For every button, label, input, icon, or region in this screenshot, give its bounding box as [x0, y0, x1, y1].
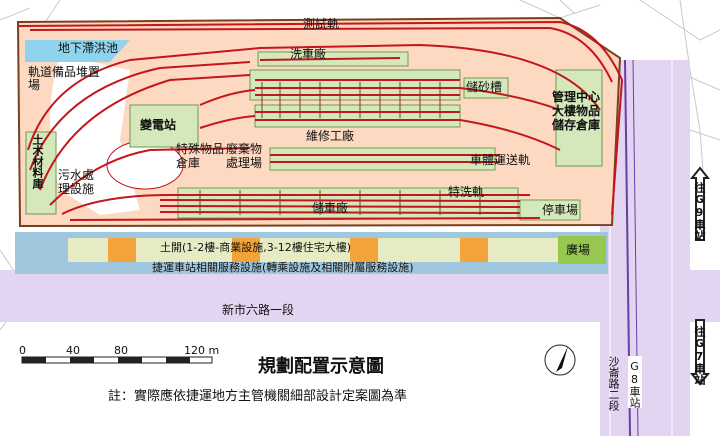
label-storage-shed: 儲車廠 — [312, 201, 349, 215]
scale-bar — [21, 356, 213, 364]
label-sand-storage: 儲砂槽 — [466, 80, 503, 94]
label-car-wash: 洗車廠 — [290, 47, 327, 61]
label-to-g7: 往G7車站 — [693, 326, 706, 385]
rail-tracks — [17, 20, 624, 221]
label-underground-pond: 地下滯洪池 — [58, 41, 119, 55]
scale-tick: 120 m — [184, 344, 220, 357]
development-building — [68, 238, 578, 262]
label-sewage: 污水處理設施 — [58, 168, 95, 196]
scale-tick: 40 — [66, 344, 80, 357]
label-maintenance: 維修工廠 — [306, 129, 355, 143]
label-shalun-road: 沙崙路二段 — [607, 356, 620, 411]
label-development: 土開(1-2樓-商業設施,3-12樓住宅大樓) — [160, 241, 351, 254]
orange-blocks — [108, 238, 488, 262]
scale-tick: 0 — [19, 344, 26, 357]
label-special-goods: 特殊物品倉庫 — [176, 142, 225, 170]
north-arrow-icon — [544, 344, 576, 376]
track-ties — [199, 82, 481, 215]
label-car-transport: 車體運送軌 — [470, 153, 531, 167]
label-station-g8: G8車站 — [628, 360, 641, 408]
turning-loop — [106, 140, 184, 190]
flood-pond-area — [25, 40, 130, 62]
g8-station-box — [628, 356, 642, 408]
direction-arrows — [689, 166, 711, 386]
label-station-services: 捷運車站相關服務設施(轉乘設施及相關附屬服務設施) — [152, 261, 414, 274]
map-title: 規劃配置示意圖 — [258, 356, 384, 377]
map-note: 註：實際應依捷運地方主管機關細部設計定案圖為準 — [108, 389, 408, 404]
label-xinshi-road: 新市六路一段 — [222, 303, 295, 317]
label-to-g9: 往G9車站 — [693, 182, 706, 241]
label-special-wash: 特洗軌 — [448, 185, 485, 199]
plaza-block — [558, 236, 606, 264]
shalun-road-band — [600, 60, 690, 436]
label-civil-materials: 土木材料庫 — [31, 134, 44, 189]
label-track-supplies: 軌道備品堆置場 — [28, 65, 101, 92]
label-test-track: 測試軌 — [303, 17, 340, 31]
label-plaza: 廣場 — [566, 243, 591, 257]
label-parking: 停車場 — [542, 203, 579, 217]
label-substation: 變電站 — [140, 118, 177, 132]
label-management-center: 管理中心大樓物品儲存倉庫 — [552, 90, 601, 132]
label-waste-treatment: 廢棄物處理場 — [226, 142, 263, 170]
scale-tick: 80 — [114, 344, 128, 357]
